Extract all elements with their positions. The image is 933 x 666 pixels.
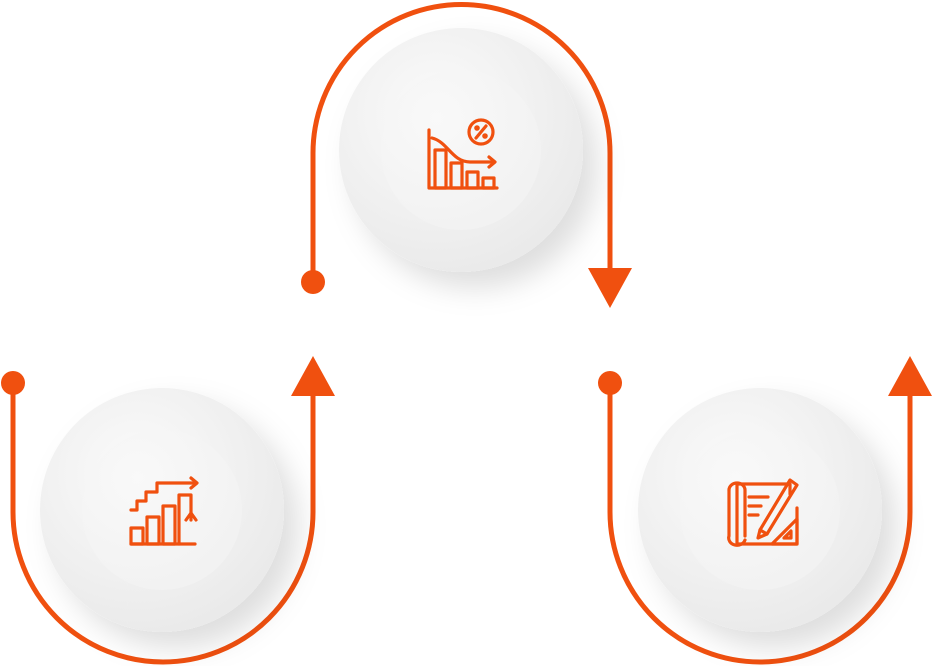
connector-start-dot-step-3	[598, 371, 622, 395]
step-3-disc-inner	[680, 430, 840, 590]
declining-bar-chart-percent-icon	[427, 118, 499, 190]
connector-start-dot-step-2	[301, 270, 325, 294]
connector-start-dot-step-1	[1, 371, 25, 395]
connector-step-3	[607, 383, 913, 665]
step-1-node	[40, 388, 284, 632]
staircase-growth-chart-icon	[129, 476, 199, 546]
step-2-disc-inner	[381, 70, 541, 230]
connector-step-1	[10, 383, 316, 665]
blueprint-pencil-ruler-icon	[727, 478, 799, 547]
step-3-node	[638, 388, 882, 632]
connector-arrowhead-down-step-2	[588, 268, 632, 308]
connector-step-2	[310, 2, 613, 282]
connector-arrowhead-up-step-1	[291, 356, 335, 396]
step-2-node	[339, 28, 583, 272]
connector-arrowhead-up-step-3	[888, 356, 932, 396]
